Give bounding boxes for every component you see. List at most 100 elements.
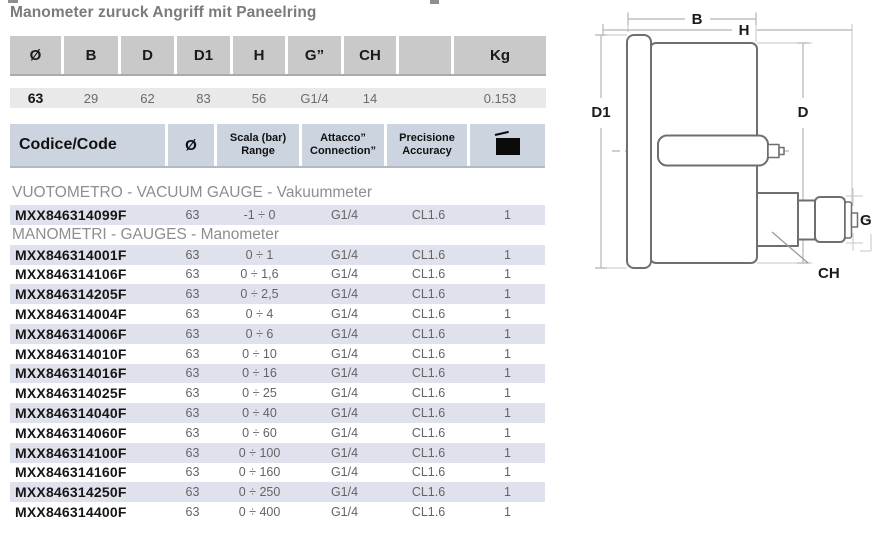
package-box-icon xyxy=(495,138,520,155)
product-range: 0 ÷ 60 xyxy=(242,425,277,440)
products-header-accuracy: Precisione Accuracy xyxy=(387,124,470,166)
product-connection: G1/4 xyxy=(330,465,359,480)
product-connection: G1/4 xyxy=(330,505,359,520)
product-range: 0 ÷ 1,6 xyxy=(240,267,279,282)
table-row: MXX846314106F 63 0 ÷ 1,6 G1/4 CL1.6 1 xyxy=(10,264,545,285)
bracket-nub-tip xyxy=(778,146,785,156)
product-code: MXX846314004F xyxy=(15,306,127,323)
panel-ring xyxy=(626,34,652,269)
dims-value-b: 29 xyxy=(83,90,99,106)
product-pack-qty: 1 xyxy=(504,287,511,302)
product-range: -1 ÷ 0 xyxy=(243,207,276,222)
product-code: MXX846314025F xyxy=(15,385,127,402)
dims-value-h: 56 xyxy=(251,90,267,106)
table-row: MXX846314100F 63 0 ÷ 100 G1/4 CL1.6 1 xyxy=(10,442,545,463)
product-pack-qty: 1 xyxy=(504,425,511,440)
connection-neck xyxy=(797,199,816,241)
table-row: MXX846314060F 63 0 ÷ 60 G1/4 CL1.6 1 xyxy=(10,422,545,443)
product-code: MXX846314160F xyxy=(15,464,127,481)
thread-flange xyxy=(844,201,853,239)
product-connection: G1/4 xyxy=(330,326,359,341)
product-accuracy: CL1.6 xyxy=(411,326,446,341)
dimension-label-ch: CH xyxy=(818,265,840,282)
product-diameter: 63 xyxy=(185,406,200,421)
product-pack-qty: 1 xyxy=(504,386,511,401)
product-range: 0 ÷ 250 xyxy=(238,485,281,500)
table-row: MXX846314004F 63 0 ÷ 4 G1/4 CL1.6 1 xyxy=(10,304,545,324)
product-accuracy: CL1.6 xyxy=(411,207,446,222)
dims-header-g: G” xyxy=(288,36,344,74)
product-connection: G1/4 xyxy=(330,346,359,361)
dimensions-value-row: 63 29 62 83 56 G1/4 14 0.153 xyxy=(10,88,546,108)
product-accuracy: CL1.6 xyxy=(411,247,446,262)
product-accuracy: CL1.6 xyxy=(411,366,446,381)
section-gauges: MANOMETRI - GAUGES - Manometer xyxy=(10,224,545,245)
product-connection: G1/4 xyxy=(330,267,359,282)
product-accuracy: CL1.6 xyxy=(411,445,446,460)
dimension-line-d1 xyxy=(595,34,607,269)
product-pack-qty: 1 xyxy=(504,346,511,361)
table-row: MXX846314160F 63 0 ÷ 160 G1/4 CL1.6 1 xyxy=(10,462,545,483)
dimension-line-h xyxy=(602,24,852,36)
product-accuracy: CL1.6 xyxy=(411,485,446,500)
product-code: MXX846314016F xyxy=(15,365,127,382)
product-pack-qty: 1 xyxy=(504,247,511,262)
product-pack-qty: 1 xyxy=(504,505,511,520)
product-accuracy: CL1.6 xyxy=(411,465,446,480)
product-connection: G1/4 xyxy=(330,207,359,222)
product-pack-qty: 1 xyxy=(504,326,511,341)
table-row: MXX846314001F 63 0 ÷ 1 G1/4 CL1.6 1 xyxy=(10,244,545,265)
product-accuracy: CL1.6 xyxy=(411,386,446,401)
dims-header-d1: D1 xyxy=(177,36,233,74)
product-connection: G1/4 xyxy=(330,287,359,302)
product-pack-qty: 1 xyxy=(504,445,511,460)
dimension-label-g: G xyxy=(860,212,872,229)
product-diameter: 63 xyxy=(185,346,200,361)
dims-value-ch: 14 xyxy=(362,90,378,106)
dimension-line-d xyxy=(797,42,809,264)
product-pack-qty: 1 xyxy=(504,465,511,480)
product-code: MXX846314060F xyxy=(15,424,127,441)
product-diameter: 63 xyxy=(185,326,200,341)
product-diameter: 63 xyxy=(185,267,200,282)
dims-header-d: D xyxy=(121,36,177,74)
product-connection: G1/4 xyxy=(330,386,359,401)
product-pack-qty: 1 xyxy=(504,406,511,421)
dimension-label-d: D xyxy=(798,104,809,121)
product-diameter: 63 xyxy=(185,485,200,500)
table-row: MXX846314016F 63 0 ÷ 16 G1/4 CL1.6 1 xyxy=(10,363,545,384)
dims-value-empty xyxy=(399,88,454,108)
product-range: 0 ÷ 160 xyxy=(238,465,281,480)
dims-value-kg: 0.153 xyxy=(483,90,517,106)
product-code: MXX846314106F xyxy=(15,266,127,283)
gauge-technical-drawing: B H D1 D G CH xyxy=(591,11,872,282)
hex-nut xyxy=(814,196,846,243)
page-title: Manometer zuruck Angriff mit Paneelring xyxy=(10,4,317,21)
clipped-text-fragment xyxy=(8,0,18,3)
product-code: MXX846314099F xyxy=(15,206,127,223)
products-header-connection: Attacco” Connection” xyxy=(302,124,387,166)
products-table: Codice/Code Ø Scala (bar) Range Attacco”… xyxy=(10,124,545,522)
thread-stud xyxy=(850,212,859,228)
product-connection: G1/4 xyxy=(330,366,359,381)
product-accuracy: CL1.6 xyxy=(411,287,446,302)
product-code: MXX846314400F xyxy=(15,504,127,521)
product-range: 0 ÷ 16 xyxy=(242,366,277,381)
connection-socket xyxy=(756,192,799,247)
product-range: 0 ÷ 2,5 xyxy=(240,287,279,302)
dims-value-g: G1/4 xyxy=(300,90,329,106)
product-accuracy: CL1.6 xyxy=(411,267,446,282)
product-diameter: 63 xyxy=(185,287,200,302)
product-diameter: 63 xyxy=(185,425,200,440)
product-pack-qty: 1 xyxy=(504,207,511,222)
product-connection: G1/4 xyxy=(330,485,359,500)
dimensions-table-header: Ø B D D1 H G” CH Kg xyxy=(10,36,546,76)
header-range-line2: Range xyxy=(241,145,275,157)
product-accuracy: CL1.6 xyxy=(411,425,446,440)
products-table-header: Codice/Code Ø Scala (bar) Range Attacco”… xyxy=(10,124,545,168)
product-pack-qty: 1 xyxy=(504,267,511,282)
product-connection: G1/4 xyxy=(330,247,359,262)
products-header-diameter: Ø xyxy=(168,124,217,166)
table-row: MXX846314040F 63 0 ÷ 40 G1/4 CL1.6 1 xyxy=(10,403,545,423)
